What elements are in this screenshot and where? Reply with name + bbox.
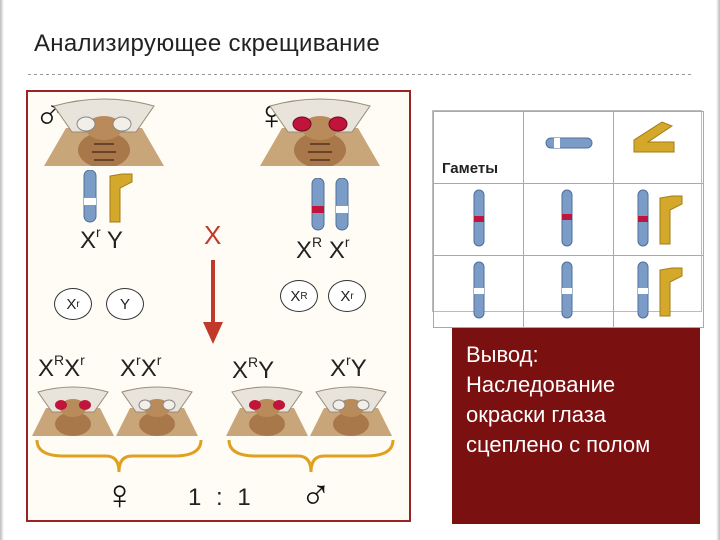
offspring-genotype-1: XRXr (38, 352, 85, 382)
fly-offspring-red-eye-female-icon (32, 386, 114, 441)
offspring-female-symbol-icon: ♀ (104, 471, 136, 518)
female-genotype: XR Xr (296, 234, 350, 264)
fly-female-red-eye-icon (260, 98, 380, 171)
offspring-xRxr-cell (523, 183, 614, 256)
fly-offspring-white-eye-female-icon (116, 386, 198, 441)
female-offspring-brace (34, 438, 204, 479)
male-genotype: Xr Y (80, 224, 123, 254)
header-x-chromosome-cell (523, 111, 614, 184)
female-gamete-xR-cell (433, 183, 524, 256)
female-chromosomes-icon (310, 177, 354, 237)
xrxr-chromosomes-icon (561, 261, 573, 319)
title-divider (28, 74, 692, 75)
offspring-xRY-cell (613, 183, 704, 256)
gametes-header-cell: Гаметы (433, 111, 524, 184)
offspring-xrxr-cell (523, 255, 614, 328)
offspring-genotype-3: XRY (232, 354, 275, 384)
xRY-chromosomes-icon (637, 189, 683, 247)
offspring-genotype-4: XrY (330, 352, 367, 382)
cross-diagram-panel: ♂ ♀ (26, 90, 411, 522)
x-chromosome-r-icon (473, 261, 485, 319)
gametes-table: Гаметы (432, 110, 704, 328)
offspring-xrY-cell (613, 255, 704, 328)
slide-edge-left (0, 0, 4, 540)
conclusion-line-2: Наследование (466, 372, 616, 397)
header-y-chromosome-cell (613, 111, 704, 184)
offspring-genotype-2: XrXr (120, 352, 162, 382)
y-chromosome-horizontal-icon (633, 121, 675, 153)
x-chromosome-R-icon (473, 189, 485, 247)
x-chromosome-horizontal-icon (545, 137, 593, 149)
cross-sign: X (204, 220, 222, 250)
conclusion-line-4: сцеплено с полом (466, 432, 651, 457)
male-chromosomes-icon (80, 169, 140, 229)
fly-male-white-eye-icon (44, 98, 164, 171)
fly-offspring-white-eye-male-icon (310, 386, 392, 441)
female-gamete-xr-cell (433, 255, 524, 328)
xRxr-chromosomes-icon (561, 189, 573, 247)
male-offspring-brace (226, 438, 396, 479)
slide-edge-right (716, 0, 720, 540)
conclusion-line-3: окраски глаза (466, 402, 607, 427)
gamete-male-y: Y (106, 288, 144, 320)
offspring-male-symbol-icon: ♂ (300, 471, 332, 518)
gametes-header-label: Гаметы (442, 160, 499, 177)
result-arrow-icon (202, 260, 224, 349)
segregation-ratio: 1 : 1 (188, 484, 255, 511)
conclusion-line-1: Вывод: (466, 342, 539, 367)
conclusion-box: Вывод: Наследование окраски глаза сцепле… (452, 328, 700, 524)
slide-title: Анализирующее скрещивание (34, 30, 381, 57)
fly-offspring-red-eye-male-icon (226, 386, 308, 441)
xrY-chromosomes-icon (637, 261, 683, 319)
